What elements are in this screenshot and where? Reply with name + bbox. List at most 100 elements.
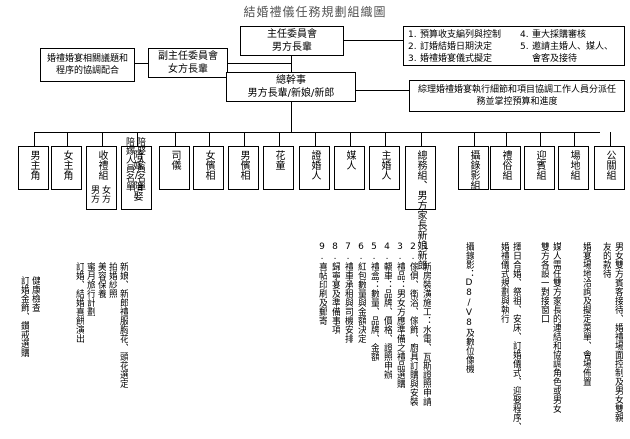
chair-line2: 男方長輩 bbox=[272, 42, 312, 53]
duty-item: 1.預算收支編列與控制 bbox=[408, 30, 502, 40]
unit-name: 總務組、男方家長新娘新郎 bbox=[415, 150, 426, 270]
video-task: 攝錄影：D8/V8及數位像機 bbox=[464, 242, 474, 373]
unit-connector bbox=[539, 132, 541, 146]
unit-name: 花童 bbox=[273, 150, 284, 170]
connector bbox=[291, 56, 292, 72]
unit-connector bbox=[174, 132, 176, 146]
unit-sub: 陪娶人員名單 bbox=[135, 137, 145, 191]
unit-box-13: 禮俗組 bbox=[490, 146, 521, 190]
secretary-duty-box: 綜理婚禮婚宴執行細節和項目協調工作人員分派任務並掌控預算和進度 bbox=[409, 80, 625, 112]
unit-name: 男儐相 bbox=[238, 150, 249, 180]
unit-name: 主婚人 bbox=[379, 150, 390, 180]
chair-line1: 主任委員會 bbox=[267, 29, 317, 40]
duty-item: 2.訂婚結婚日期決定 bbox=[408, 42, 493, 52]
unit-name: 男主角 bbox=[28, 150, 39, 180]
general-task: 4.轎車：品牌、價格、證照申辦 bbox=[382, 242, 392, 379]
general-task: 5.禮盒：數量、品牌、金額 bbox=[369, 242, 379, 361]
general-task: 8.歸寧宴及準備事項 bbox=[330, 242, 340, 334]
unit-box-1: 女主角 bbox=[51, 146, 82, 190]
unit-name: 收禮組 bbox=[96, 150, 107, 180]
unit-sub: 女方 bbox=[100, 185, 110, 203]
bus-line bbox=[34, 132, 600, 133]
general-task: 9.喜帖印刷及郵寄 bbox=[317, 242, 327, 325]
unit-box-15: 場地組 bbox=[558, 146, 589, 190]
unit-box-2: 收禮組男方女方 bbox=[86, 146, 117, 210]
unit-connector bbox=[505, 132, 507, 146]
unit-connector bbox=[573, 132, 575, 146]
chart-title: 結婚禮儀任務規劃組織圖 bbox=[243, 5, 387, 19]
unit-connector bbox=[314, 132, 316, 146]
unit-box-7: 花童 bbox=[263, 146, 294, 190]
unit-connector bbox=[101, 132, 103, 146]
groom-task: 訂婚金飾、鑽戒選購 bbox=[19, 276, 29, 357]
unit-box-8: 證婚人 bbox=[299, 146, 330, 190]
unit-box-10: 主婚人 bbox=[369, 146, 400, 190]
vice-chair-line2: 女方長輩 bbox=[168, 64, 208, 75]
unit-name: 公關組 bbox=[604, 150, 615, 180]
connector bbox=[135, 63, 148, 64]
etiquette-task: 婚禮儀式規劃與執行 bbox=[499, 242, 509, 323]
venue-task: 婚宴場地洽詢及擬定菜單、會場佈置 bbox=[581, 242, 591, 386]
unit-box-11: 總務組、男方家長新娘新郎 bbox=[405, 146, 436, 270]
unit-connector bbox=[278, 132, 280, 146]
connector bbox=[228, 63, 291, 64]
unit-connector bbox=[609, 132, 611, 146]
groom-task: 健康檢查 bbox=[30, 276, 40, 312]
unit-name: 女儐相 bbox=[203, 150, 214, 180]
coordination-text: 婚禮婚宴相關議題和程序的協調配合 bbox=[46, 54, 128, 76]
chair-duties-box: 1.預算收支編列與控制 4.重大採購審核 2.訂婚結婚日期決定 5.邀請主婚人、… bbox=[403, 26, 625, 66]
etiquette-task: 擇日合婚、祭祖、安床、訂婚儀式、迎娶程序、 bbox=[511, 242, 521, 431]
general-task: 2.傢俱、衛浴、傢飾、廚具訂購與安裝 bbox=[408, 242, 418, 406]
bride-task: 蜜月旅行計劃 bbox=[85, 262, 95, 316]
general-task: 7.禮車承租與司機安排 bbox=[343, 242, 353, 343]
unit-box-9: 媒人 bbox=[334, 146, 365, 190]
unit-name: 攝錄影組 bbox=[468, 150, 479, 190]
unit-connector bbox=[208, 132, 210, 146]
vice-chair-line1: 副主任委員會 bbox=[158, 51, 218, 62]
unit-box-6: 男儐相 bbox=[228, 146, 259, 190]
unit-sub: 男方 bbox=[89, 185, 99, 203]
unit-name: 場地組 bbox=[568, 150, 579, 180]
general-task: 6.紅包數量與金額決定 bbox=[356, 242, 366, 343]
coordination-box: 婚禮婚宴相關議題和程序的協調配合 bbox=[40, 48, 135, 82]
connector bbox=[291, 102, 292, 132]
unit-box-3: 陪嫁/陪娶陪嫁人員名單陪娶人員名單 bbox=[121, 137, 152, 210]
unit-connector bbox=[66, 132, 68, 146]
connector bbox=[356, 90, 409, 91]
duty-item: 4.重大採購審核 bbox=[520, 30, 587, 40]
unit-name: 證婚人 bbox=[309, 150, 320, 180]
pr-task: 友的款待 bbox=[601, 242, 611, 278]
unit-box-0: 男主角 bbox=[18, 146, 49, 190]
unit-name: 陪嫁/陪娶 bbox=[131, 150, 142, 201]
secretary-line2: 男方長輩/新娘/新郎 bbox=[247, 88, 335, 99]
unit-connector bbox=[349, 132, 351, 146]
secretary-box: 總幹事 男方長輩/新娘/新郎 bbox=[226, 72, 356, 102]
unit-name: 迎賓組 bbox=[534, 150, 545, 180]
unit-name: 司儀 bbox=[169, 150, 180, 170]
secretary-line1: 總幹事 bbox=[276, 75, 306, 86]
unit-sub: 陪嫁人員名單 bbox=[124, 137, 134, 191]
unit-connector bbox=[473, 132, 475, 146]
unit-box-16: 公關組 bbox=[594, 146, 625, 190]
unit-connector bbox=[33, 132, 35, 146]
unit-name: 媒人 bbox=[344, 150, 355, 170]
unit-box-12: 攝錄影組 bbox=[458, 146, 489, 190]
unit-connector bbox=[420, 132, 422, 146]
general-task: 3.禮品：男女方應準備之禮品選購 bbox=[395, 242, 405, 388]
unit-box-4: 司儀 bbox=[159, 146, 190, 190]
unit-connector bbox=[243, 132, 245, 146]
bride-task: 新娘、新郎禮服胸花、頭花選定 bbox=[118, 262, 128, 388]
pr-task: 男女雙方賓客接待、婚禮場面控制及男女雙親 bbox=[613, 242, 623, 422]
welcome-task: 雙方各設一對接窗口 bbox=[539, 242, 549, 323]
duty-item: 3.婚禮婚宴儀式擬定 bbox=[408, 54, 493, 64]
unit-name: 女主角 bbox=[61, 150, 72, 180]
bride-task: 訂婚、結婚喜餅演出 bbox=[74, 262, 84, 343]
general-task: 1.新房裝潢施工：水電、瓦斯證照申請 bbox=[421, 242, 431, 406]
unit-name: 禮俗組 bbox=[500, 150, 511, 180]
bride-task: 美容保養 bbox=[96, 262, 106, 298]
vice-chair-box: 副主任委員會 女方長輩 bbox=[148, 48, 228, 78]
secretary-duty-text: 綜理婚禮婚宴執行細節和項目協調工作人員分派任務並掌控預算和進度 bbox=[417, 85, 616, 107]
unit-connector bbox=[384, 132, 386, 146]
connector bbox=[344, 40, 403, 41]
unit-box-14: 迎賓組 bbox=[524, 146, 555, 190]
